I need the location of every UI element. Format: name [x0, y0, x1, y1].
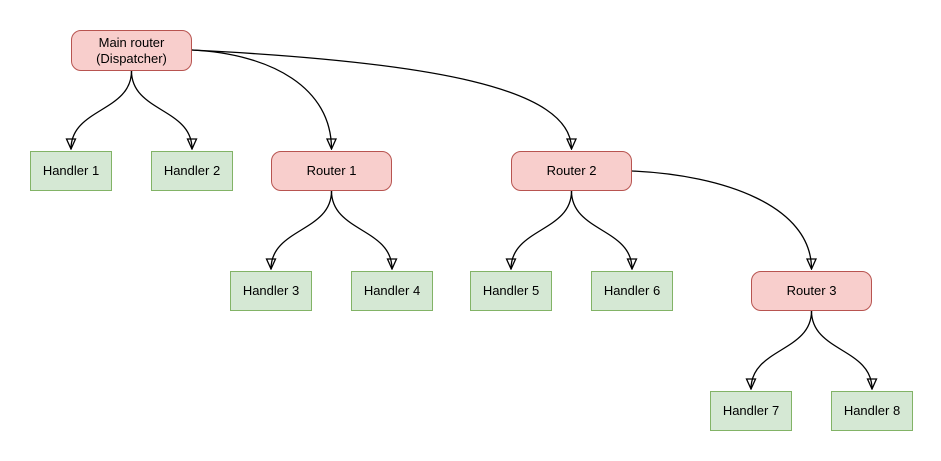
edge-main-to-router1: [191, 49, 332, 149]
node-handler-1: Handler 1: [30, 151, 112, 191]
node-label: Handler 3: [242, 283, 300, 298]
node-label: Router 2: [546, 163, 597, 178]
edge-router2-to-handler6: [570, 190, 633, 269]
node-router-3: Router 3: [751, 271, 872, 311]
edge-main-to-handler1: [71, 70, 133, 149]
node-label: Handler 8: [843, 403, 901, 418]
edge-router3-to-handler7: [751, 310, 813, 389]
node-label: Handler 1: [42, 163, 100, 178]
node-handler-8: Handler 8: [831, 391, 913, 431]
node-handler-2: Handler 2: [151, 151, 233, 191]
node-handler-6: Handler 6: [591, 271, 673, 311]
edge-router3-to-handler8: [810, 310, 873, 389]
edge-router2-to-router3: [631, 170, 812, 269]
edge-main-to-router2: [191, 49, 572, 149]
edge-router2-to-handler5: [511, 190, 573, 269]
node-handler-4: Handler 4: [351, 271, 433, 311]
node-label: Handler 2: [163, 163, 221, 178]
node-handler-5: Handler 5: [470, 271, 552, 311]
node-main-router-dispatcher: Main router (Dispatcher): [71, 30, 192, 71]
node-label: Handler 6: [603, 283, 661, 298]
node-router-2: Router 2: [511, 151, 632, 191]
node-label: Main router (Dispatcher): [96, 34, 167, 66]
edge-router1-to-handler3: [271, 190, 333, 269]
node-router-1: Router 1: [271, 151, 392, 191]
node-handler-3: Handler 3: [230, 271, 312, 311]
node-label: Handler 5: [482, 283, 540, 298]
node-label: Router 1: [306, 163, 357, 178]
edge-main-to-handler2: [130, 70, 193, 149]
node-handler-7: Handler 7: [710, 391, 792, 431]
node-label: Handler 4: [363, 283, 421, 298]
node-label: Handler 7: [722, 403, 780, 418]
node-label: Router 3: [786, 283, 837, 298]
edge-router1-to-handler4: [330, 190, 393, 269]
